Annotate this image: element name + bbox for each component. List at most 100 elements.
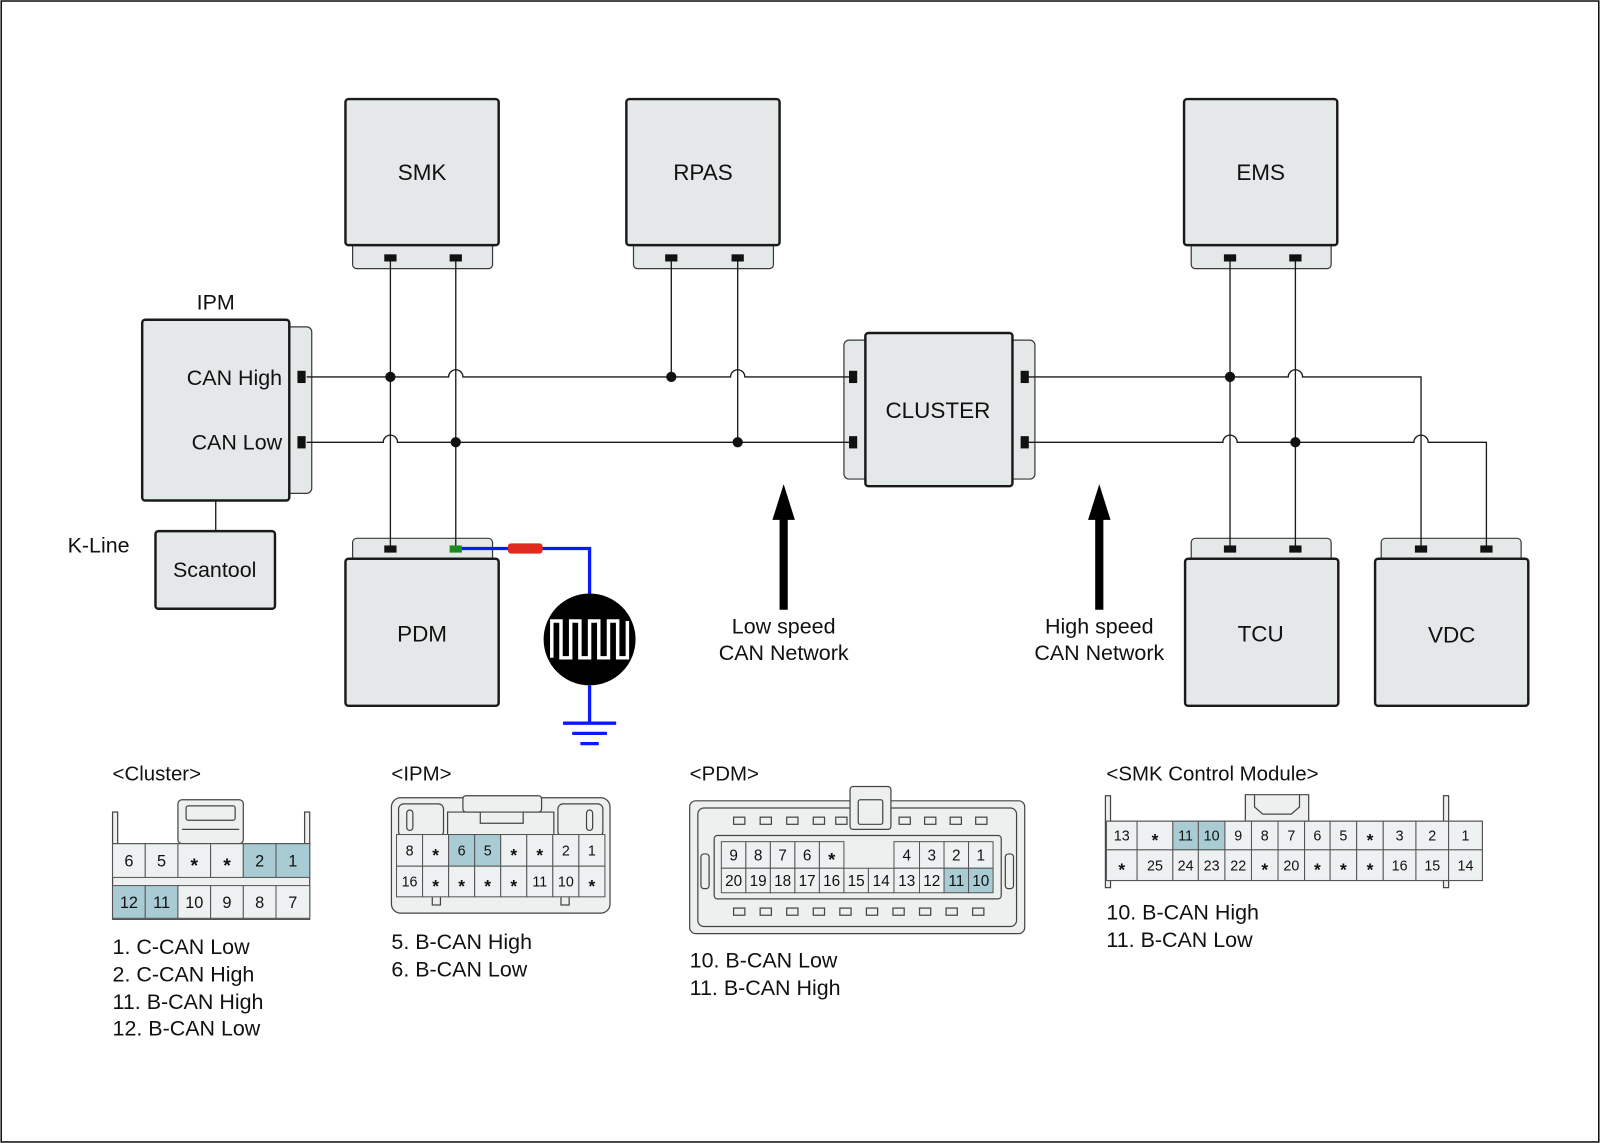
pin-cell — [943, 841, 970, 869]
pin-number: 20 — [725, 873, 742, 890]
cluster-box — [864, 331, 1014, 488]
pin-cell — [210, 843, 244, 878]
smk-pin — [449, 254, 462, 262]
ems-pin — [1289, 254, 1302, 262]
pin-number: 8 — [255, 894, 264, 912]
pin-number: 20 — [1283, 858, 1299, 874]
terminal-slot — [972, 907, 985, 916]
low-speed-can-high-wire — [306, 369, 850, 378]
ipm-can-low-pin — [297, 436, 306, 449]
pin-cell — [396, 834, 424, 867]
pin-number: 15 — [1424, 858, 1440, 874]
pin-number: 22 — [1230, 858, 1246, 874]
pin-cell — [1382, 820, 1417, 851]
terminal-slot — [759, 907, 773, 916]
legend-item: 11. B-CAN Low — [1106, 928, 1253, 952]
pin-cell — [720, 841, 747, 869]
pin-cell — [210, 885, 244, 919]
pin-cell — [818, 841, 845, 869]
pdm-module: PDM — [344, 537, 500, 708]
pin-cell — [818, 867, 845, 894]
unused-pin-mark: * — [1367, 830, 1374, 850]
cluster-connector-title: <Cluster> — [113, 763, 201, 785]
pin-number: 1 — [1461, 829, 1469, 845]
pin-number: 2 — [562, 844, 570, 860]
pin-cell — [1415, 820, 1450, 851]
connector-notch — [585, 809, 594, 832]
pin-number: 9 — [222, 894, 231, 912]
high-speed-label: High speed — [1045, 614, 1153, 638]
connector-bottom-terminals — [732, 907, 985, 916]
unused-pin-mark: * — [828, 849, 836, 870]
pin-cell — [769, 867, 796, 894]
tcu-pin — [1289, 545, 1302, 553]
high-speed-network-label: CAN Network — [1034, 641, 1164, 665]
connector-side-guide — [557, 803, 604, 838]
highlighted-pin-cell — [943, 867, 970, 894]
tcu-pin — [1223, 545, 1237, 553]
pin-cell — [918, 867, 945, 894]
cluster-pin — [1020, 370, 1029, 384]
pdm-label: PDM — [397, 621, 447, 646]
junction-dot — [385, 371, 396, 383]
pin-cell — [1250, 849, 1279, 881]
highlighted-pin-cell — [144, 885, 179, 919]
pin-number: 11 — [1178, 829, 1193, 845]
terminal-slot — [865, 907, 879, 916]
rpas-label: RPAS — [673, 160, 733, 185]
pin-cell — [448, 865, 476, 898]
pin-cell — [275, 885, 311, 919]
pin-cell — [1105, 849, 1138, 881]
unused-pin-mark: * — [223, 855, 231, 877]
ipm-connector-title: <IPM> — [391, 763, 451, 785]
up-arrow-icon — [1088, 484, 1111, 610]
ipm-can-high-label: CAN High — [187, 366, 282, 390]
unused-pin-mark: * — [432, 845, 439, 865]
connector-latch-slot — [857, 799, 884, 825]
pin-number: 9 — [729, 847, 738, 864]
terminal-slot — [945, 907, 958, 916]
legend-item: 12. B-CAN Low — [113, 1017, 261, 1041]
high-speed-can-high-wire — [1027, 369, 1422, 549]
unused-pin-mark: * — [191, 855, 199, 877]
pdm-pin — [384, 545, 397, 553]
pin-number: 16 — [823, 873, 840, 890]
scantool-module: Scantool — [154, 529, 277, 611]
terminal-slot — [949, 816, 963, 825]
rpas-pin — [731, 254, 744, 262]
ipm-can-high-pin — [297, 370, 306, 384]
cluster-pin — [849, 370, 858, 384]
unused-pin-mark: * — [536, 845, 543, 865]
ground-icon — [563, 721, 617, 746]
pin-number: 10 — [1204, 829, 1220, 845]
terminal-slot — [732, 816, 746, 825]
pin-number: 6 — [803, 847, 812, 864]
pin-cell — [1197, 849, 1226, 881]
ems-label: EMS — [1236, 160, 1285, 185]
vdc-label: VDC — [1428, 622, 1475, 647]
smk-box — [344, 97, 500, 247]
pin-number: 13 — [898, 873, 915, 890]
oscilloscope-probe — [461, 543, 636, 746]
pin-number: 7 — [1287, 829, 1295, 845]
connector-top-terminals — [732, 816, 988, 825]
pin-cell — [526, 865, 554, 898]
connector-latch — [462, 795, 543, 813]
unused-pin-mark: * — [1367, 860, 1374, 880]
pin-number: 14 — [873, 873, 891, 890]
pin-cell — [1105, 820, 1138, 851]
smk-module: SMK — [344, 97, 500, 270]
terminal-slot — [975, 816, 988, 825]
unused-pin-mark: * — [510, 876, 517, 896]
pin-number: 11 — [948, 873, 964, 890]
pin-cell — [396, 865, 424, 898]
pin-number: 24 — [1178, 858, 1194, 874]
pin-cell — [500, 865, 528, 898]
pin-number: 5 — [157, 852, 166, 870]
cluster-pin — [1020, 436, 1029, 449]
junction-dot — [732, 437, 743, 448]
highlighted-pin-cell — [275, 843, 311, 878]
